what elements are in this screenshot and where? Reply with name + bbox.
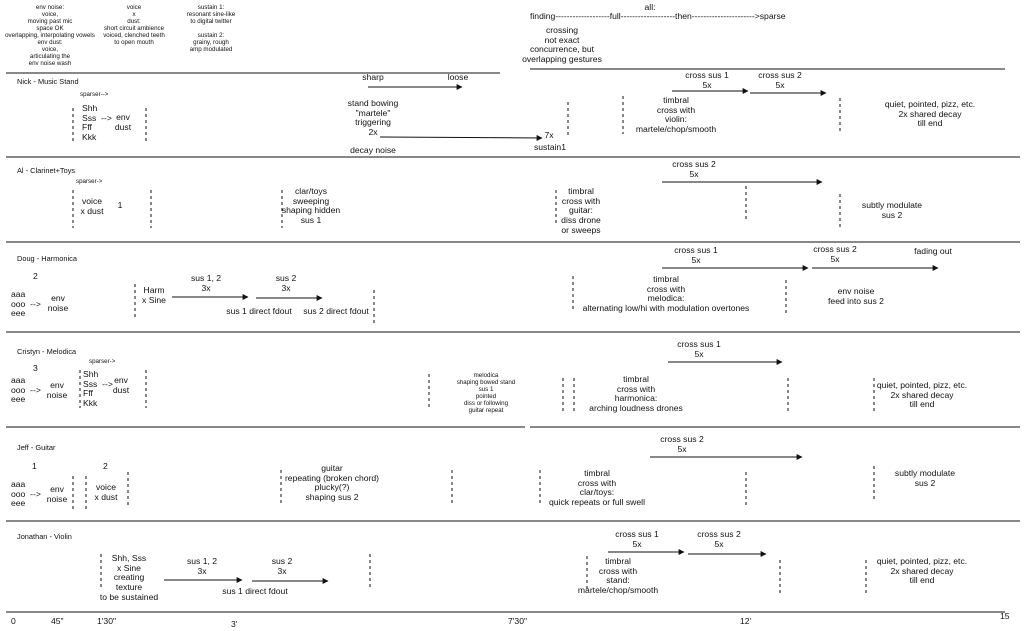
jonathan-timbral-cross: timbral cross with stand: martele/chop/s… bbox=[577, 556, 659, 595]
nick-env-dust: env dust bbox=[114, 112, 132, 132]
nick-sustain1: sustain1 bbox=[533, 142, 566, 152]
env-noise-definition: env noise: voice, moving past mic space … bbox=[5, 4, 95, 67]
cristyn-env-dust: env dust bbox=[112, 375, 130, 395]
jonathan-sus2-3x: sus 2 3x bbox=[271, 556, 293, 576]
doug-vowels: aaa ooo --> eee bbox=[11, 289, 41, 319]
jeff-env-noise: env noise bbox=[46, 484, 68, 504]
all-label: all: bbox=[644, 2, 656, 12]
nick-quiet-pointed: quiet, pointed, pizz, etc. 2x shared dec… bbox=[884, 99, 976, 129]
doug-section-2: 2 bbox=[33, 271, 38, 281]
row-title-nick: Nick - Music Stand bbox=[17, 77, 79, 86]
al-clar-toys: clar/toys sweeping shaping hidden sus 1 bbox=[281, 186, 341, 225]
nick-timbral-cross: timbral cross with violin: martele/chop/… bbox=[635, 95, 717, 134]
nick-cross-sus2: cross sus 2 5x bbox=[758, 70, 802, 90]
timeline-15: 15 bbox=[1000, 611, 1010, 621]
row-title-jonathan: Jonathan - Violin bbox=[17, 532, 72, 541]
jeff-guitar-repeating: guitar repeating (broken chord) plucky(?… bbox=[284, 463, 380, 502]
jeff-section-2: 2 bbox=[103, 461, 108, 471]
row-title-jeff: Jeff - Guitar bbox=[17, 443, 56, 452]
jonathan-texture: Shh, Sss x Sine creating texture to be s… bbox=[99, 553, 159, 602]
jeff-cross-sus2: cross sus 2 5x bbox=[660, 434, 704, 454]
row-title-al: Al - Clarinet+Toys bbox=[17, 166, 76, 175]
jeff-voice-dust: voice x dust bbox=[94, 482, 118, 502]
jonathan-sus12-3x: sus 1, 2 3x bbox=[186, 556, 218, 576]
sustain-definitions: sustain 1: resonant sine-like to digital… bbox=[186, 4, 236, 53]
jonathan-cross-sus1: cross sus 1 5x bbox=[615, 529, 659, 549]
cristyn-section-3: 3 bbox=[33, 363, 38, 373]
doug-timbral-cross: timbral cross with melodica: alternating… bbox=[582, 274, 750, 313]
al-cross-sus2: cross sus 2 5x bbox=[672, 159, 716, 179]
timeline-45s: 45" bbox=[51, 616, 64, 626]
row-separators bbox=[6, 68, 1020, 613]
jonathan-quiet-pointed: quiet, pointed, pizz, etc. 2x shared dec… bbox=[876, 556, 968, 586]
cristyn-timbral-cross: timbral cross with harmonica: arching lo… bbox=[589, 374, 683, 413]
jonathan-sus1-fdout: sus 1 direct fdout bbox=[222, 586, 288, 596]
voice-dust-definition: voice x dust: short circuit ambience voi… bbox=[103, 4, 165, 46]
doug-cross-sus2: cross sus 2 5x bbox=[813, 244, 857, 264]
timeline-7m30: 7'30" bbox=[508, 616, 528, 626]
jeff-vowels: aaa ooo --> eee bbox=[11, 479, 41, 509]
jeff-subtly-modulate: subtly modulate sus 2 bbox=[894, 468, 956, 488]
row-title-doug: Doug - Harmonica bbox=[17, 254, 77, 263]
nick-consonants: Shh Sss --> Fff Kkk bbox=[82, 103, 112, 142]
nick-cross-sus1: cross sus 1 5x bbox=[685, 70, 729, 90]
cristyn-melodica-shaping: melodica shaping bowed stand sus 1 point… bbox=[456, 372, 516, 414]
al-section-1: 1 bbox=[117, 200, 123, 210]
cristyn-consonants: Shh Sss --> Fff Kkk bbox=[83, 369, 113, 408]
doug-fading-out: fading out bbox=[914, 246, 952, 256]
timeline-12m: 12' bbox=[740, 616, 752, 626]
doug-sus2-fdout: sus 2 direct fdout bbox=[303, 306, 369, 316]
nick-sparser: sparser--> bbox=[80, 91, 109, 98]
jonathan-cross-sus2: cross sus 2 5x bbox=[697, 529, 741, 549]
nick-loose: loose bbox=[447, 72, 469, 82]
crossing-note: crossing not exact concurrence, but over… bbox=[522, 25, 602, 64]
al-timbral-cross: timbral cross with guitar: diss drone or… bbox=[561, 186, 601, 235]
cristyn-env-noise: env noise bbox=[46, 380, 68, 400]
doug-cross-sus1: cross sus 1 5x bbox=[674, 245, 718, 265]
al-voice-dust: voice x dust bbox=[80, 196, 104, 216]
cristyn-quiet-pointed: quiet, pointed, pizz, etc. 2x shared dec… bbox=[876, 380, 968, 410]
al-subtly-modulate: subtly modulate sus 2 bbox=[861, 200, 923, 220]
doug-sus2-3x: sus 2 3x bbox=[275, 273, 297, 293]
timeline-1m30: 1'30" bbox=[97, 616, 117, 626]
doug-harm-sine: Harm x Sine bbox=[142, 285, 166, 305]
gesture-arrows bbox=[164, 84, 939, 584]
doug-sus1-fdout: sus 1 direct fdout bbox=[226, 306, 292, 316]
al-sparser: sparser-> bbox=[76, 178, 103, 185]
jeff-timbral-cross: timbral cross with clar/toys: quick repe… bbox=[548, 468, 645, 507]
doug-env-noise-feed: env noise feed into sus 2 bbox=[828, 286, 884, 306]
nick-7x: 7x bbox=[544, 130, 554, 140]
nick-stand-bowing: stand bowing "martele" triggering 2x bbox=[347, 98, 399, 137]
cristyn-cross-sus1: cross sus 1 5x bbox=[677, 339, 721, 359]
cristyn-vowels: aaa ooo --> eee bbox=[11, 375, 41, 405]
timeline-0: 0 bbox=[11, 616, 16, 626]
jeff-section-1: 1 bbox=[32, 461, 37, 471]
doug-env-noise: env noise bbox=[47, 293, 69, 313]
nick-decay-noise: decay noise bbox=[350, 145, 396, 155]
row-title-cristyn: Cristyn - Melodica bbox=[17, 347, 77, 356]
nick-sharp: sharp bbox=[362, 72, 384, 82]
timeline-3m: 3' bbox=[231, 619, 238, 629]
all-trajectory: finding-------------------full----------… bbox=[530, 11, 786, 21]
cristyn-sparser: sparser-> bbox=[89, 358, 116, 365]
doug-sus12-3x: sus 1, 2 3x bbox=[190, 273, 222, 293]
section-dividers bbox=[72, 96, 875, 596]
